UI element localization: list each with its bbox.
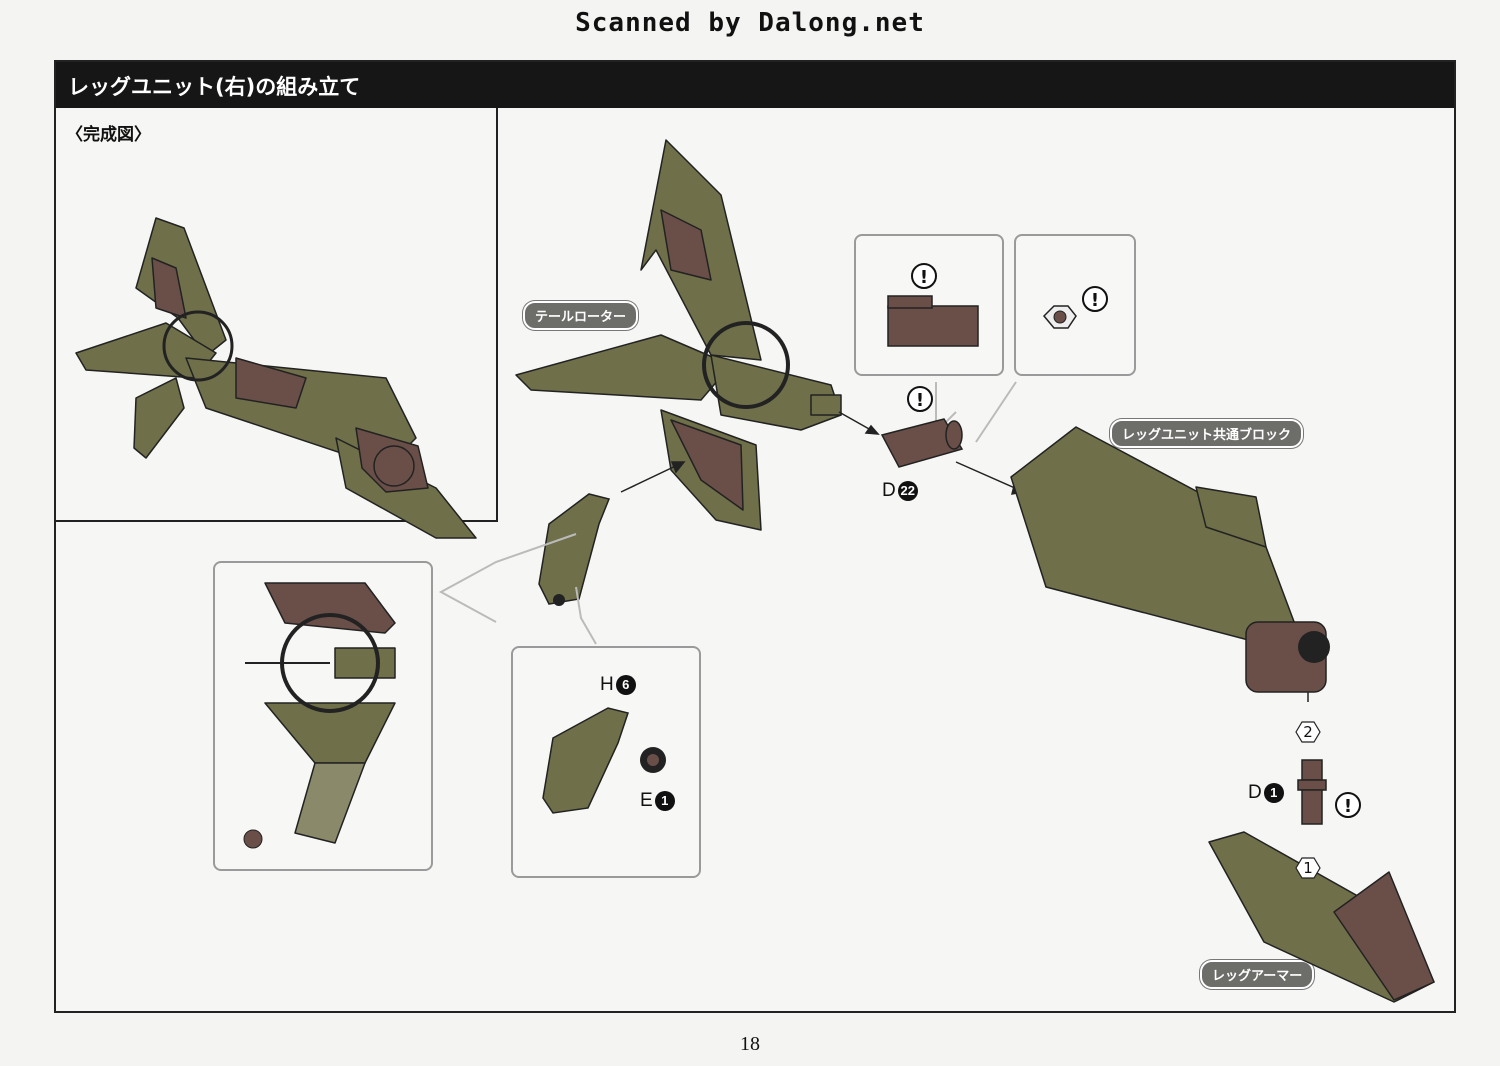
step-badge-shapes [1295, 721, 1321, 879]
caution-icon-square-part: ! [911, 263, 937, 289]
part-code-h6: H 6 [600, 674, 636, 696]
completed-view-label: 〈完成図〉 [66, 125, 151, 145]
tag-leg-unit-common-block: レッグユニット共通ブロック [1110, 419, 1304, 448]
completed-view-box: 〈完成図〉 [56, 108, 498, 539]
caution-callout-1 [854, 234, 1004, 376]
part-code-letter: D [882, 480, 896, 501]
page-number: 18 [740, 1033, 760, 1055]
caution-callout-2 [1014, 234, 1136, 376]
tag-tail-rotor: テールローター [523, 301, 639, 330]
section-title: レッグユニット(右)の組み立て [68, 75, 361, 99]
tail-detail-illustration [243, 582, 396, 849]
detail-callout-tail [213, 561, 433, 871]
instruction-panel: レッグユニット(右)の組み立て 〈完成図〉 テールローター レッグユニット共通ブ… [54, 60, 1456, 1013]
part-code-letter: D [1248, 782, 1262, 803]
caution-icon-peg: ! [1335, 792, 1361, 818]
part-code-number: 6 [615, 675, 636, 695]
parts-detail-illustration [542, 707, 666, 814]
leg-armor-illustration [1208, 831, 1435, 1003]
leg-unit-common-block-illustration [1010, 426, 1330, 693]
peg-part-illustration [1297, 759, 1327, 825]
tag-leg-armor: レッグアーマー [1200, 960, 1315, 989]
step-1-badge: 1 [1303, 859, 1313, 877]
detail-callout-parts [511, 646, 701, 878]
cylinder-part-illustration [880, 418, 964, 468]
part-code-number: 22 [897, 481, 918, 501]
tail-part-illustration [538, 493, 611, 606]
part-code-number: 1 [654, 791, 675, 811]
part-code-letter: E [640, 790, 653, 811]
square-part-illustration [887, 295, 979, 347]
section-header: レッグユニット(右)の組み立て [56, 62, 1454, 108]
step-2-badge: 2 [1303, 723, 1313, 741]
scan-credit: Scanned by Dalong.net [575, 8, 925, 38]
hex-nut-illustration [1042, 305, 1077, 329]
caution-icon-hex-nut: ! [1082, 286, 1108, 312]
completed-leg-unit-illustration [75, 217, 477, 539]
tail-rotor-illustration [515, 139, 842, 531]
part-code-d1: D 1 [1248, 782, 1284, 804]
part-code-d22: D 22 [882, 480, 918, 502]
part-code-e1: E 1 [640, 790, 675, 812]
part-code-number: 1 [1263, 783, 1284, 803]
part-code-letter: H [600, 674, 614, 695]
caution-icon-cylinder: ! [907, 386, 933, 412]
